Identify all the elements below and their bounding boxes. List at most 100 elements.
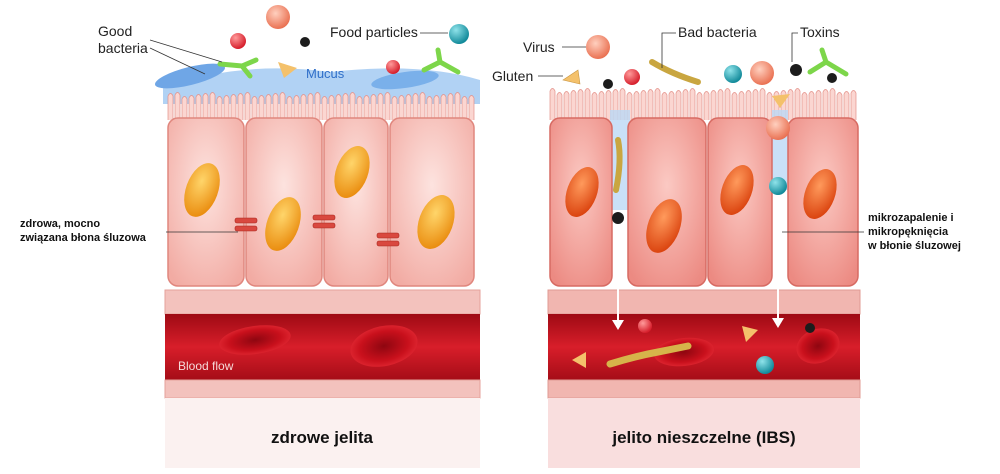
micro-label-2: mikropęknięcia xyxy=(868,226,949,238)
toxin-icon xyxy=(827,73,837,83)
microvillus xyxy=(549,88,556,120)
toxin-icon xyxy=(805,323,815,333)
red-blood-cell xyxy=(219,325,291,355)
virus-label: Virus xyxy=(523,39,555,55)
microvillus xyxy=(605,90,612,120)
blood-vessel xyxy=(165,314,480,380)
nucleus xyxy=(565,167,599,217)
microvillus xyxy=(454,92,461,120)
microvillus xyxy=(640,90,647,120)
microvillus xyxy=(370,94,377,120)
microvillus xyxy=(272,93,279,120)
microvillus xyxy=(584,88,591,120)
toxin-icon xyxy=(603,79,613,89)
gluten-icon xyxy=(562,69,581,85)
microvillus xyxy=(808,91,815,120)
microvillus xyxy=(815,90,822,120)
microvillus xyxy=(314,92,321,120)
microvilli xyxy=(549,88,857,120)
microvillus xyxy=(265,94,272,120)
microvillus xyxy=(363,95,370,120)
microvillus xyxy=(731,92,738,120)
microvillus xyxy=(391,96,398,120)
good-bacteria-icon xyxy=(421,47,461,75)
microvillus xyxy=(710,90,717,120)
good-bacteria-label-2: bacteria xyxy=(98,40,148,56)
food-particle-icon xyxy=(724,65,742,83)
microvillus xyxy=(258,95,265,120)
microvillus xyxy=(724,88,731,120)
gluten-icon xyxy=(278,62,297,78)
good-bacteria-label: Good xyxy=(98,23,132,39)
microvillus xyxy=(405,94,412,120)
microvillus xyxy=(174,92,181,120)
microvillus xyxy=(461,96,468,120)
microvillus xyxy=(202,93,209,120)
microvillus xyxy=(251,96,258,120)
microvillus xyxy=(787,89,794,120)
microvillus xyxy=(223,95,230,120)
microvillus xyxy=(349,92,356,120)
microvillus xyxy=(279,92,286,120)
microvillus xyxy=(468,95,475,120)
microvillus xyxy=(738,91,745,120)
microvillus xyxy=(689,88,696,120)
microvillus xyxy=(335,94,342,120)
microvillus xyxy=(661,92,668,120)
vessel-wall-bottom xyxy=(547,379,861,399)
nucleus xyxy=(265,197,301,251)
bad-bacteria-label: Bad bacteria xyxy=(678,24,757,40)
microvillus xyxy=(843,91,850,120)
red-blood-cell xyxy=(350,325,418,367)
bad-bacteria-icon xyxy=(649,59,701,85)
microvillus xyxy=(556,92,563,120)
microvillus xyxy=(300,94,307,120)
gluten-icon xyxy=(742,326,758,342)
microvillus xyxy=(591,92,598,120)
microvillus xyxy=(570,90,577,120)
microvillus xyxy=(801,92,808,120)
microvillus xyxy=(654,88,661,120)
nucleus xyxy=(646,199,682,253)
particle-icon xyxy=(624,69,640,85)
microvillus xyxy=(447,93,454,120)
food-particles-label: Food particles xyxy=(330,24,418,40)
healthy-caption-box xyxy=(165,398,480,468)
bad-bacteria-icon xyxy=(606,342,692,368)
microvillus xyxy=(209,92,216,120)
microvillus xyxy=(850,90,857,120)
microvillus xyxy=(307,93,314,120)
microvillus xyxy=(577,89,584,120)
microvillus xyxy=(181,96,188,120)
microvillus xyxy=(752,89,759,120)
microvillus xyxy=(342,93,349,120)
toxins-label: Toxins xyxy=(800,24,840,40)
microvillus xyxy=(216,96,223,120)
microvillus xyxy=(426,96,433,120)
microvillus xyxy=(745,90,752,120)
microvillus xyxy=(293,95,300,120)
food-particle-icon xyxy=(756,356,774,374)
leaky-caption: jelito nieszczelne (IBS) xyxy=(611,428,795,447)
toxin-icon xyxy=(612,212,624,224)
microvillus xyxy=(647,89,654,120)
microvillus xyxy=(419,92,426,120)
nucleus xyxy=(334,146,370,198)
microvillus xyxy=(188,95,195,120)
microvillus xyxy=(759,88,766,120)
good-bacteria-shape xyxy=(371,70,439,90)
nucleus xyxy=(417,195,455,249)
microvillus xyxy=(563,91,570,120)
virus-icon xyxy=(766,116,790,140)
microvillus xyxy=(829,88,836,120)
microvillus xyxy=(398,95,405,120)
microvillus xyxy=(412,93,419,120)
virus-icon xyxy=(750,61,774,85)
microvillus xyxy=(633,91,640,120)
food-particle-icon xyxy=(769,177,787,195)
food-particle-icon xyxy=(449,24,469,44)
nucleus xyxy=(720,165,754,215)
microvillus xyxy=(794,88,801,120)
microvillus xyxy=(244,92,251,120)
